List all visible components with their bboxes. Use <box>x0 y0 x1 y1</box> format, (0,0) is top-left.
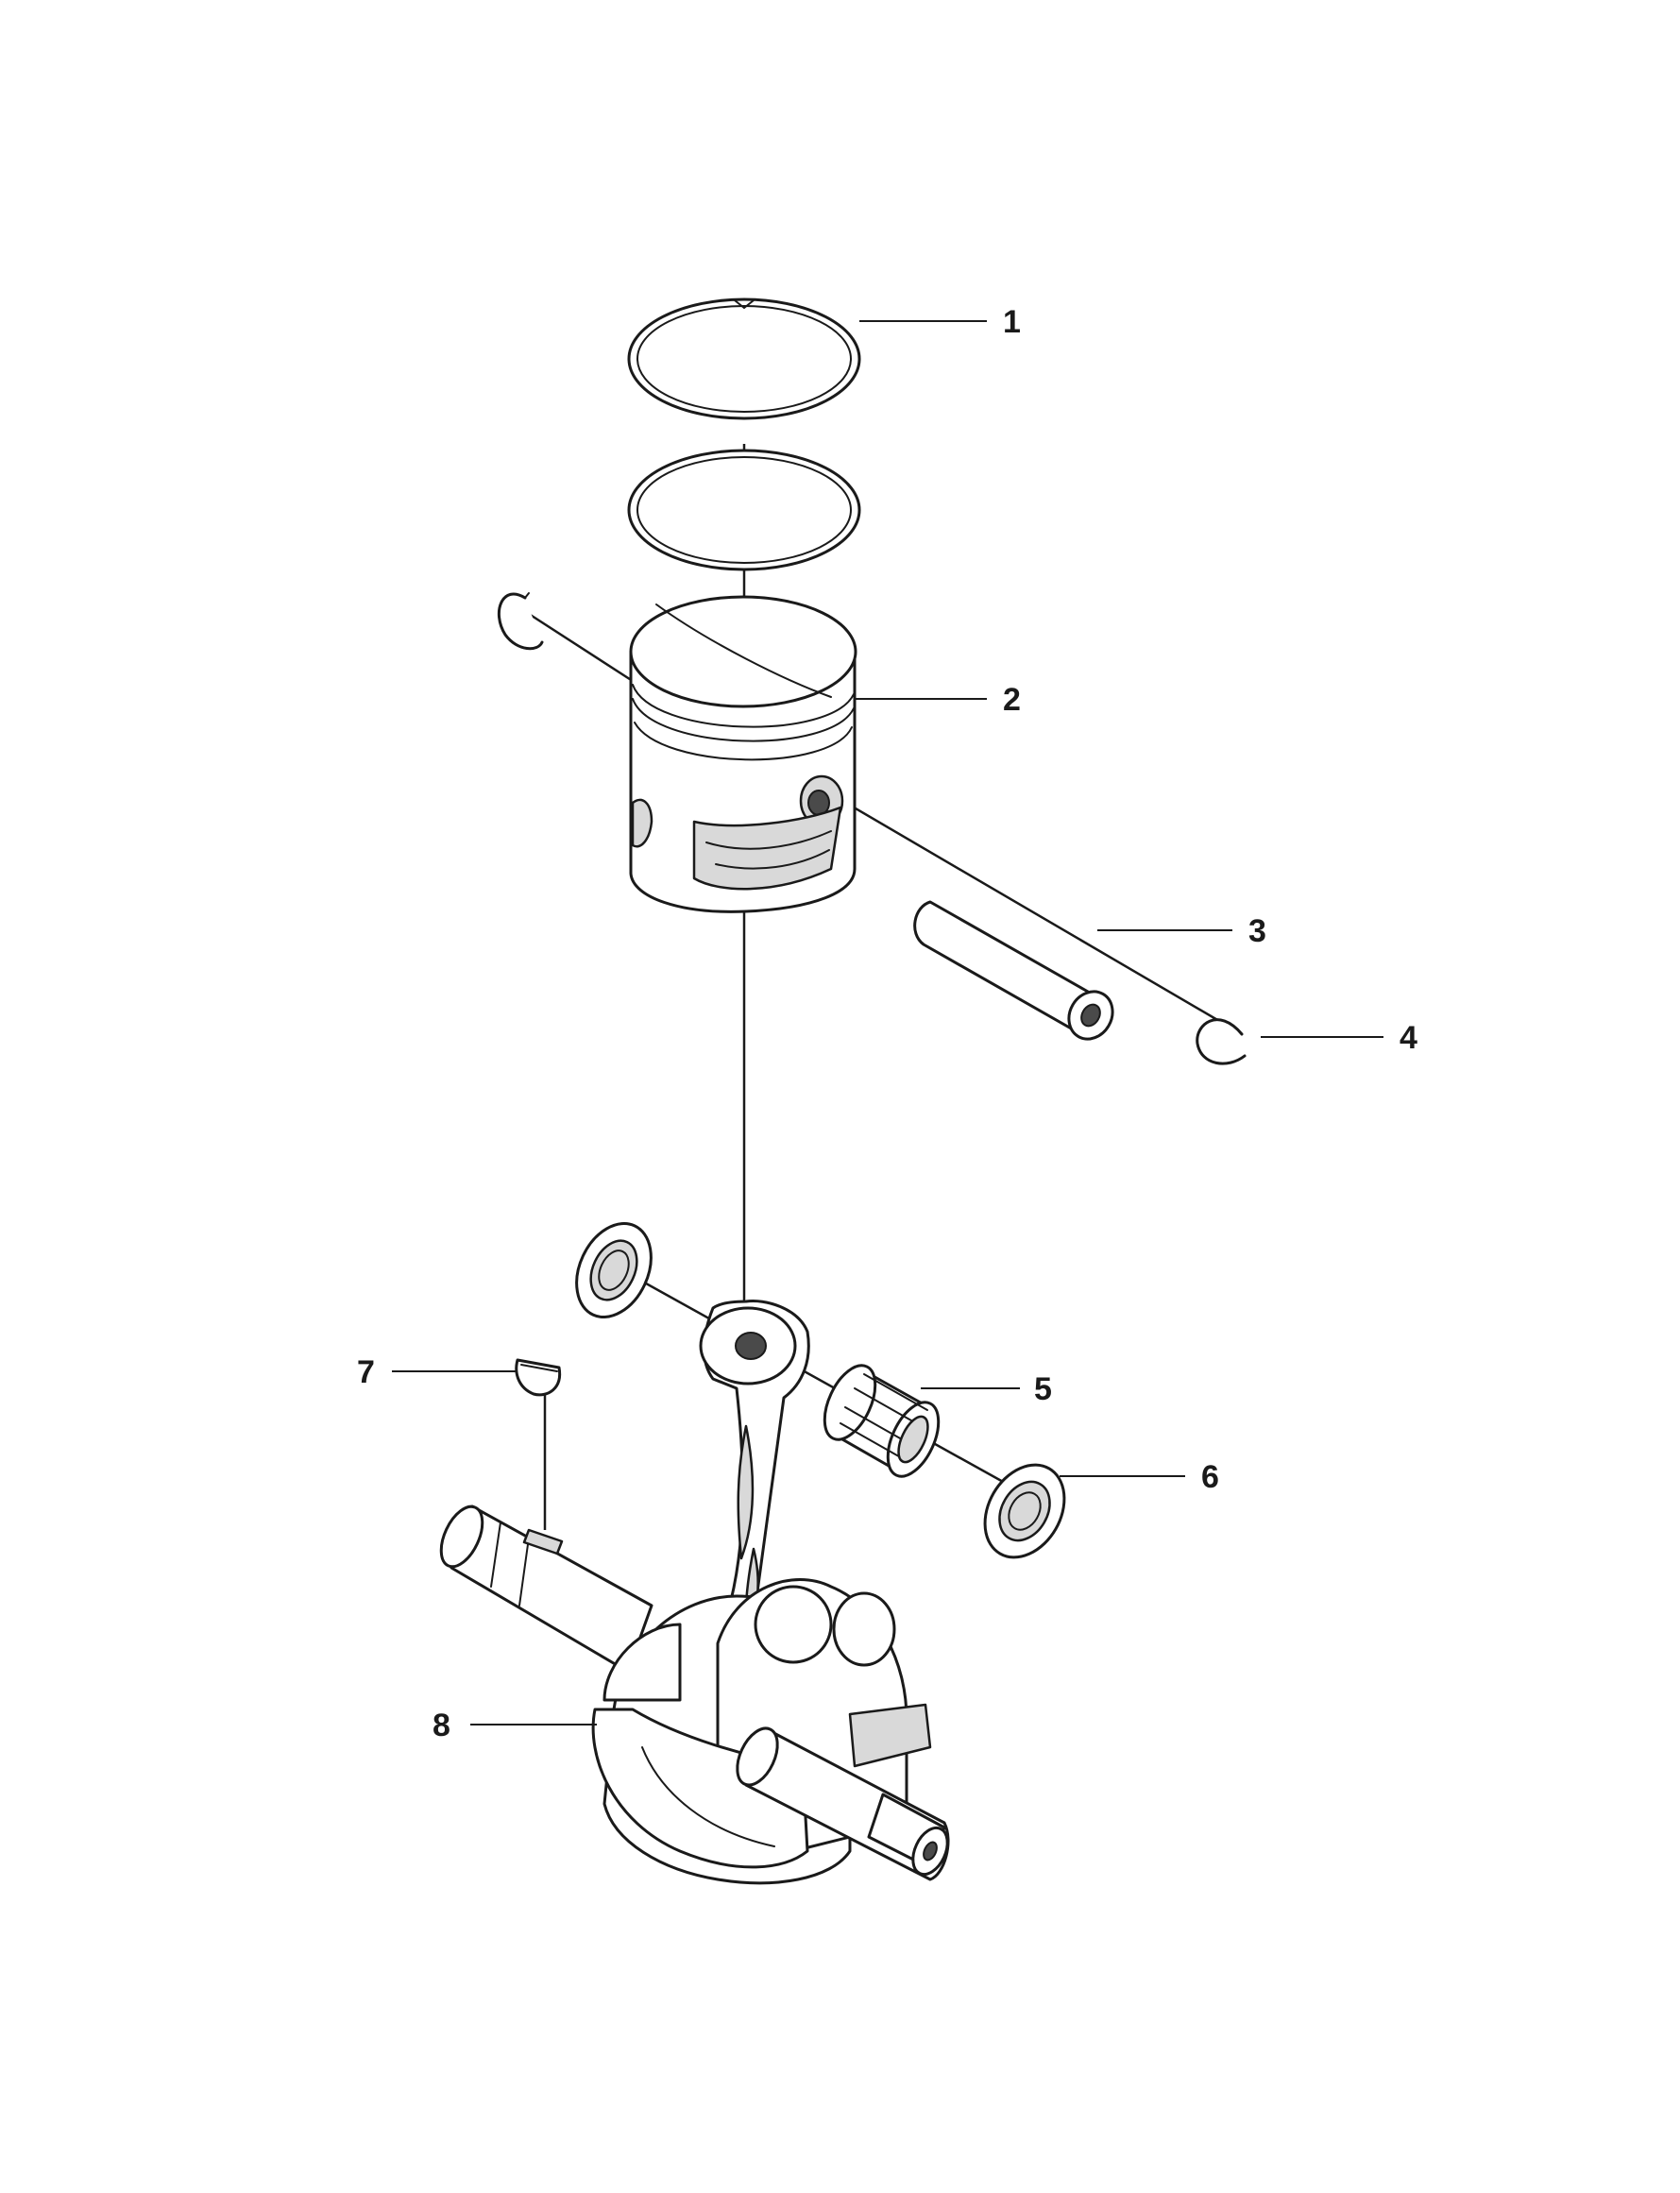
piston-pin <box>913 900 1114 1041</box>
crankshaft <box>439 1504 950 1885</box>
circlip-left <box>497 592 544 651</box>
callout-1: 1 <box>1003 304 1021 340</box>
callout-8: 8 <box>433 1708 450 1743</box>
piston <box>629 595 857 913</box>
thrust-washer-left <box>575 1221 653 1319</box>
callout-3: 3 <box>1248 913 1266 949</box>
callout-5: 5 <box>1034 1371 1052 1407</box>
callout-labels: 1 2 3 4 5 6 7 8 <box>357 304 1417 1743</box>
circlip-right <box>1196 1018 1247 1065</box>
callout-4: 4 <box>1400 1020 1417 1056</box>
piston-ring-upper <box>627 298 861 420</box>
woodruff-key <box>515 1358 562 1397</box>
assembly-axis-lines <box>528 444 1243 1530</box>
thrust-washer-right <box>983 1463 1066 1559</box>
leader-lines <box>392 320 1383 1726</box>
callout-2: 2 <box>1003 682 1021 718</box>
needle-bearing <box>823 1364 941 1478</box>
callout-6: 6 <box>1201 1459 1219 1495</box>
callout-7: 7 <box>357 1354 375 1390</box>
piston-ring-lower <box>627 449 861 571</box>
